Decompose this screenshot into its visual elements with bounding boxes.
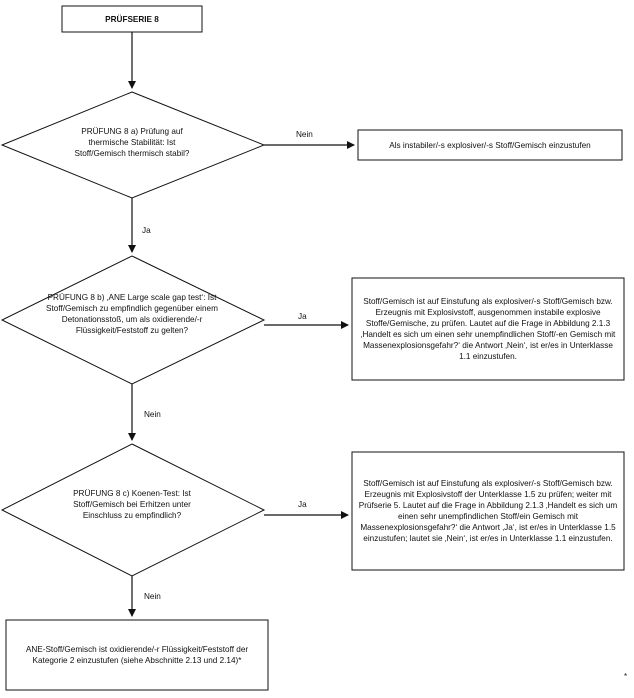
outcome-c-no-box — [5, 619, 269, 691]
edge-label-a-down: Ja — [142, 226, 151, 235]
outcome-c-no-text: ANE-Stoff/Gemisch ist oxidierende/-r Flü… — [25, 645, 249, 665]
edge-label-b-right: Ja — [298, 312, 307, 321]
outcome-b-yes-box — [351, 277, 625, 381]
decision-b-text: PRÜFUNG 8 b) ‚ANE Large scale gap test‘:… — [46, 293, 218, 335]
edge-label-b-down: Nein — [144, 410, 161, 419]
start-box — [61, 5, 203, 33]
edge-label-c-down: Nein — [144, 592, 161, 601]
outcome-a-no-box — [357, 129, 623, 161]
outcome-a-no-text: Als instabiler/-s explosiver/-s Stoff/Ge… — [389, 140, 591, 150]
decision-a-text: PRÜFUNG 8 a) Prüfung auf thermische Stab… — [74, 127, 190, 158]
outcome-c-yes-text: Stoff/Gemisch ist auf Einstufung als exp… — [358, 479, 618, 543]
start-title: PRÜFSERIE 8 — [105, 14, 159, 24]
edge-label-c-right: Ja — [298, 500, 307, 509]
outcome-c-yes-box — [351, 451, 625, 571]
decision-c-text: PRÜFUNG 8 c) Koenen-Test: Ist Stoff/Gemi… — [73, 489, 191, 520]
edge-label-a-right: Nein — [296, 130, 313, 139]
footnote-mark: * — [624, 672, 628, 681]
outcome-b-yes-text: Stoff/Gemisch ist auf Einstufung als exp… — [360, 297, 616, 361]
